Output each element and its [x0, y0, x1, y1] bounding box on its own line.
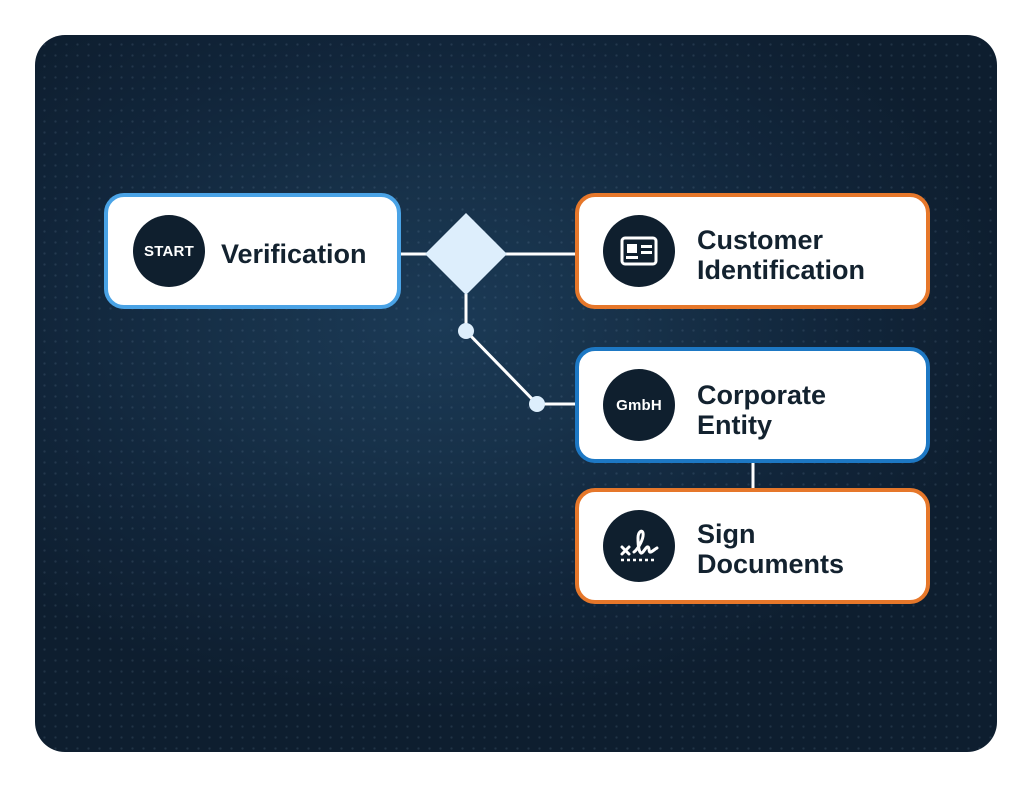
node-label: Verification	[221, 239, 367, 269]
decision-diamond	[425, 213, 507, 295]
id-card-badge	[603, 215, 675, 287]
signature-icon	[620, 529, 659, 562]
node-label-line: Documents	[697, 549, 845, 579]
node-label-line: Identification	[697, 255, 865, 285]
node-verification[interactable]: START Verification	[104, 193, 401, 309]
start-badge: START	[133, 215, 205, 287]
id-card-icon	[620, 236, 658, 266]
node-label-line: Sign	[697, 519, 756, 549]
signature-badge	[603, 510, 675, 582]
node-label-line: Corporate	[697, 380, 827, 410]
node-label: Corporate Entity	[697, 380, 826, 440]
connector-dot	[458, 323, 474, 339]
gmbh-badge-label: GmbH	[616, 396, 662, 414]
node-customer-identification[interactable]: Customer Identification	[575, 193, 930, 309]
node-label-line: Entity	[697, 410, 773, 440]
gmbh-badge: GmbH	[603, 369, 675, 441]
connector-dot	[529, 396, 545, 412]
start-badge-label: START	[144, 242, 194, 260]
node-corporate-entity[interactable]: GmbH Corporate Entity	[575, 347, 930, 463]
connector-decision-to-corporate	[464, 294, 578, 406]
node-sign-documents[interactable]: Sign Documents	[575, 488, 930, 604]
node-label: Customer Identification	[697, 225, 865, 285]
node-label: Sign Documents	[697, 519, 844, 579]
node-label-line: Customer	[697, 225, 824, 255]
node-label-line: Verification	[221, 239, 367, 269]
